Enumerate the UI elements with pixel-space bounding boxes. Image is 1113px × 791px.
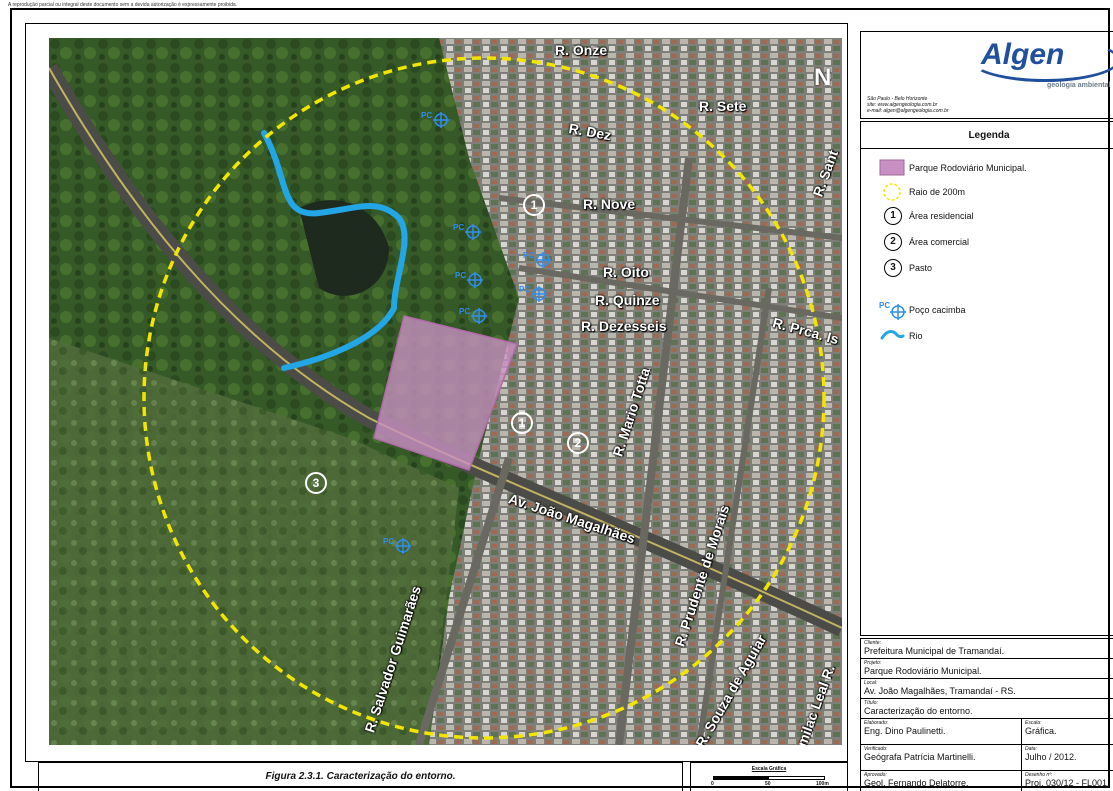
river bbox=[261, 130, 408, 371]
radius-200m bbox=[142, 56, 826, 740]
company-name: Algen bbox=[981, 38, 1065, 71]
info-location: Local: Av. João Magalhães, Tramandaí - R… bbox=[861, 679, 1113, 699]
well-marker-icon[interactable]: PC bbox=[421, 110, 451, 128]
street-label-onze: R. Onze bbox=[555, 42, 608, 58]
scale-box: Escala Gráfica 0 50 100m bbox=[690, 762, 848, 791]
svg-text:PC: PC bbox=[421, 111, 432, 120]
legend-title: Legenda bbox=[968, 130, 1010, 141]
svg-text:PC: PC bbox=[519, 285, 530, 294]
zone-badge: 1 bbox=[523, 194, 545, 216]
scale-label-50: 50 bbox=[765, 781, 771, 787]
info-project: Projeto: Parque Rodoviário Municipal. bbox=[861, 659, 1113, 679]
street-label-oito: R. Oito bbox=[603, 264, 649, 280]
company-contact: São Paulo - Belo Horizonte site: www.alg… bbox=[867, 96, 949, 114]
info-title: Título: Caracterização do entorno. bbox=[861, 699, 1113, 719]
info-prepared-row: Elaborado: Eng. Dino Paulinetti. Escala:… bbox=[861, 719, 1113, 745]
info-client: Cliente: Prefeitura Municipal de Tramand… bbox=[861, 639, 1113, 659]
road-salvador bbox=[415, 456, 513, 745]
north-label: N bbox=[814, 64, 832, 91]
north-arrow-icon: N bbox=[812, 60, 838, 96]
well-legend-icon: PC bbox=[879, 300, 906, 320]
pasture-area bbox=[49, 338, 459, 745]
road-oito bbox=[518, 265, 842, 321]
river-legend-icon bbox=[879, 326, 905, 346]
svg-text:PC: PC bbox=[455, 271, 466, 280]
svg-text:PC: PC bbox=[879, 301, 890, 310]
street-label-quinze: R. Quinze bbox=[595, 292, 660, 308]
street-label-dezesseis: R. Dezesseis bbox=[581, 318, 667, 334]
well-marker-icon[interactable]: PC bbox=[455, 270, 485, 288]
parque-rodoviario-parcel bbox=[373, 315, 519, 471]
zone-number-icon: 3 bbox=[884, 259, 902, 277]
zone-badge: 2 bbox=[567, 432, 589, 454]
road-mario bbox=[615, 157, 693, 745]
satellite-map[interactable]: R. Onze R. Sete R. Dez R. Nove R. Oito R… bbox=[49, 38, 842, 745]
zone-badge: 3 bbox=[305, 472, 327, 494]
caption-box: Figura 2.3.1. Caracterização do entorno. bbox=[38, 762, 683, 791]
figure-caption: Figura 2.3.1. Caracterização do entorno. bbox=[265, 771, 456, 782]
scale-bar bbox=[713, 776, 825, 780]
svg-text:PC: PC bbox=[453, 223, 464, 232]
pond bbox=[299, 200, 389, 296]
info-checked-row: Verificado: Geógrafa Patrícia Martinelli… bbox=[861, 745, 1113, 771]
disclaimer-text: A reprodução parcial ou integral deste d… bbox=[8, 2, 238, 8]
legend-box: Legenda Parque Rodoviário Municipal. Rai… bbox=[860, 121, 1113, 636]
well-marker-icon[interactable]: PC bbox=[523, 250, 553, 268]
well-marker-icon[interactable]: PC bbox=[459, 306, 489, 324]
zone-number-icon: 2 bbox=[884, 233, 902, 251]
logo-box: Algen geologia ambiental São Paulo - Bel… bbox=[860, 31, 1113, 119]
well-marker-icon[interactable]: PC bbox=[453, 222, 483, 240]
scale-label-0: 0 bbox=[711, 781, 714, 787]
map-sheet: R. Onze R. Sete R. Dez R. Nove R. Oito R… bbox=[10, 8, 1113, 791]
map-imagery bbox=[49, 38, 842, 745]
road-souza bbox=[696, 287, 772, 745]
algen-logo-icon bbox=[970, 38, 1113, 82]
zone-number-icon: 1 bbox=[884, 207, 902, 225]
scale-label-100: 100m bbox=[816, 781, 829, 787]
svg-text:PC: PC bbox=[523, 251, 534, 260]
zone-badge: 1 bbox=[511, 412, 533, 434]
title-block: Cliente: Prefeitura Municipal de Tramand… bbox=[860, 638, 1113, 791]
well-marker-icon[interactable]: PC bbox=[383, 536, 413, 554]
street-label-nove: R. Nove bbox=[583, 196, 636, 212]
scale-title: Escala Gráfica bbox=[751, 766, 787, 772]
svg-text:PC: PC bbox=[383, 537, 394, 546]
well-marker-icon[interactable]: PC bbox=[519, 284, 549, 302]
company-subtitle: geologia ambiental bbox=[1047, 82, 1111, 89]
radius-ring-icon bbox=[879, 182, 905, 202]
street-label-sete: R. Sete bbox=[699, 98, 747, 114]
svg-text:PC: PC bbox=[459, 307, 470, 316]
info-approved-row: Aprovado: Geol. Fernando Delatorre. Dese… bbox=[861, 771, 1113, 791]
parcel-swatch-icon bbox=[879, 158, 905, 178]
